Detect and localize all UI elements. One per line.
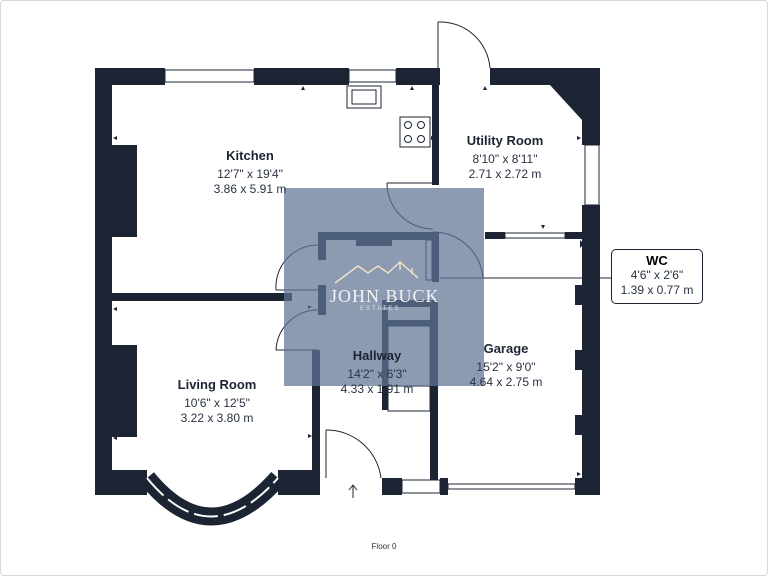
room-name: Kitchen [226,148,274,163]
room-metric: 1.39 x 0.77 m [620,283,694,297]
watermark-block [284,188,484,386]
room-garage: Garage 15'2" x 9'0" 4.64 x 2.75 m [451,341,561,390]
room-name: Living Room [177,377,257,392]
room-name: Garage [483,341,529,356]
room-metric: 2.71 x 2.72 m [468,167,542,181]
watermark-logo-icon [334,261,419,284]
room-imperial: 4'6" x 2'6" [630,268,684,282]
room-name: WC [646,253,668,268]
room-metric: 4.33 x 1.91 m [340,382,414,396]
room-metric: 4.64 x 2.75 m [469,375,543,389]
room-imperial: 8'10" x 8'11" [472,152,538,166]
watermark-sub: ESTATES [360,306,401,312]
watermark-brand: JOHN BUCK [330,286,440,306]
kitchen-fixtures [346,85,431,148]
room-imperial: 15'2" x 9'0" [476,360,536,374]
room-kitchen: Kitchen 12'7" x 19'4" 3.86 x 5.91 m [195,148,305,197]
room-metric: 3.22 x 3.80 m [180,411,254,425]
room-utility: Utility Room 8'10" x 8'11" 2.71 x 2.72 m [450,133,560,182]
windows [164,69,600,494]
room-name: Hallway [352,348,402,363]
room-wc: WC 4'6" x 2'6" 1.39 x 0.77 m [611,249,703,304]
room-hallway: Hallway 14'2" x 6'3" 4.33 x 1.91 m [322,348,432,397]
room-metric: 3.86 x 5.91 m [213,182,287,196]
entrance-arrow-icon [348,484,358,498]
room-living: Living Room 10'6" x 12'5" 3.22 x 3.80 m [162,377,272,426]
room-name: Utility Room [466,133,544,148]
room-imperial: 12'7" x 19'4" [217,167,283,181]
bay-window [140,471,285,526]
room-imperial: 14'2" x 6'3" [347,367,407,381]
floor-label: Floor 0 [371,542,397,551]
room-imperial: 10'6" x 12'5" [184,396,250,410]
